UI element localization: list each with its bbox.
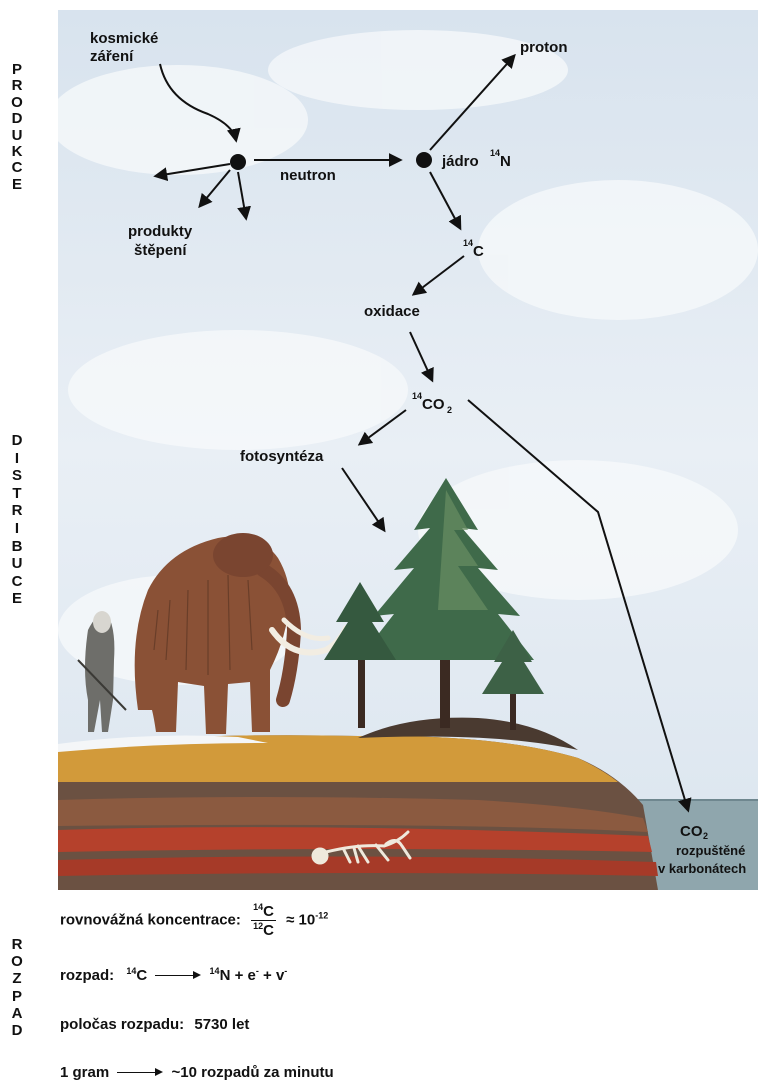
isotope-ratio: 14C 12C bbox=[251, 902, 276, 939]
label-co2-sub: 2 bbox=[447, 405, 452, 415]
side-letter: Z bbox=[12, 970, 22, 988]
side-letter: P bbox=[11, 987, 22, 1005]
ratio-denominator: 12C bbox=[253, 921, 274, 939]
rate-right: ~10 rozpadů za minutu bbox=[171, 1064, 334, 1081]
side-letter: E bbox=[11, 175, 22, 193]
side-letter: R bbox=[11, 502, 23, 520]
rate-arrow-icon bbox=[117, 1067, 164, 1079]
halflife-label: poločas rozpadu: bbox=[60, 1016, 185, 1033]
ratio-exponent: -12 bbox=[315, 910, 329, 921]
side-letter: B bbox=[11, 537, 23, 555]
halflife-value: 5730 let bbox=[194, 1016, 250, 1033]
skeleton bbox=[311, 830, 412, 865]
label-sea-line1: rozpuštěné bbox=[676, 843, 745, 858]
label-proton: proton bbox=[520, 39, 567, 56]
ground-strata bbox=[58, 717, 658, 890]
label-c14-mass: 14 bbox=[463, 238, 473, 248]
process-arrows bbox=[153, 53, 692, 813]
decay-v-sup: - bbox=[284, 966, 288, 976]
side-letter: D bbox=[11, 110, 23, 128]
cosmic-particle-dot bbox=[230, 154, 246, 170]
side-letter: D bbox=[11, 1022, 23, 1040]
side-letter: K bbox=[11, 143, 23, 161]
decay-c-mass: 14 bbox=[126, 966, 137, 976]
tree-left bbox=[324, 582, 396, 728]
side-letter: C bbox=[11, 572, 23, 590]
decay-arrow-icon bbox=[155, 970, 202, 982]
decay-c: C bbox=[136, 967, 148, 984]
equilibrium-row: rovnovážná koncentrace: 14C 12C ≈ 10-12 bbox=[60, 902, 328, 939]
side-letter: O bbox=[11, 93, 23, 111]
equilibrium-label: rovnovážná koncentrace: bbox=[60, 911, 241, 929]
side-letter: R bbox=[11, 936, 23, 953]
side-letter: T bbox=[12, 484, 22, 502]
rate-left: 1 gram bbox=[60, 1064, 110, 1081]
ratio-numerator: 14C bbox=[251, 902, 276, 921]
label-n14-symbol: N bbox=[500, 153, 511, 170]
side-letter: I bbox=[14, 519, 20, 537]
human-figure bbox=[77, 611, 127, 732]
label-fotosynteza: fotosyntéza bbox=[240, 448, 324, 465]
label-kosmicke: kosmické bbox=[90, 30, 158, 47]
carbon-cycle-illustration: kosmické záření proton neutron jádro 14 … bbox=[58, 10, 758, 890]
label-zareni: záření bbox=[90, 48, 134, 65]
rate-row: 1 gram ~10 rozpadů za minutu bbox=[60, 1064, 334, 1081]
halflife-row: poločas rozpadu: 5730 let bbox=[60, 1016, 249, 1033]
label-c14-symbol: C bbox=[473, 243, 484, 260]
side-letter: U bbox=[11, 555, 23, 573]
decay-n: N + e bbox=[219, 967, 256, 984]
side-letter: D bbox=[11, 432, 23, 449]
ratio-value: ≈ 10 bbox=[286, 911, 316, 929]
decay-v: + v bbox=[258, 967, 285, 984]
snow bbox=[58, 735, 268, 752]
label-sea-co2-sub: 2 bbox=[703, 831, 708, 841]
label-sea-co2: CO bbox=[680, 823, 703, 840]
tree-right bbox=[482, 630, 544, 730]
side-letter: I bbox=[14, 449, 20, 467]
side-letter: C bbox=[11, 159, 23, 177]
side-letter: U bbox=[11, 126, 23, 144]
decay-e-sup: - bbox=[255, 966, 259, 976]
label-jadro: jádro bbox=[441, 153, 479, 170]
label-stepeni: štěpení bbox=[134, 242, 187, 259]
label-produkty: produkty bbox=[128, 223, 193, 240]
label-oxidace: oxidace bbox=[364, 303, 420, 320]
nitrogen-nucleus-dot bbox=[416, 152, 432, 168]
label-sea-line2: v karbonátech bbox=[658, 861, 746, 876]
side-letter: P bbox=[11, 61, 22, 78]
tree-large bbox=[358, 478, 534, 728]
decay-label: rozpad: bbox=[60, 967, 115, 984]
decay-row: rozpad: 14C 14N + e- + v- bbox=[60, 966, 287, 984]
side-letter: R bbox=[11, 77, 23, 95]
side-letter: A bbox=[11, 1004, 23, 1022]
label-neutron: neutron bbox=[280, 167, 336, 184]
label-co2-mass: 14 bbox=[412, 391, 422, 401]
side-letter: O bbox=[11, 953, 23, 971]
label-n14-mass: 14 bbox=[490, 148, 500, 158]
side-letter: E bbox=[11, 590, 22, 608]
side-letter: S bbox=[11, 467, 22, 485]
decay-n-mass: 14 bbox=[209, 966, 220, 976]
label-co2-symbol: CO bbox=[422, 396, 445, 413]
